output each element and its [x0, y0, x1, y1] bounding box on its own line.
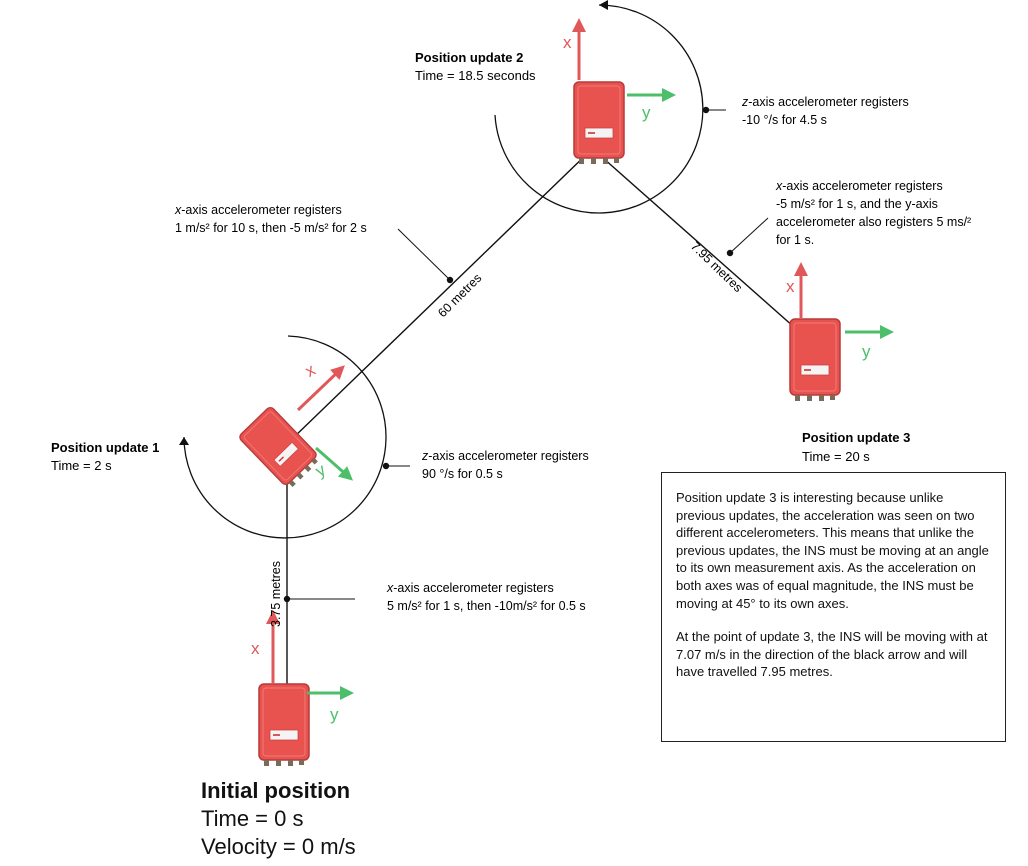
annotation-5-line2: -5 m/s² for 1 s, and the y-axis [776, 197, 938, 211]
update-1-title: Position update 1 [51, 440, 159, 455]
annotation-3-line1: -axis accelerometer registers [181, 203, 341, 217]
rotation-arc-2-head [599, 0, 608, 10]
annotation-2-line2: 90 °/s for 0.5 s [422, 467, 503, 481]
explanation-note-box: Position update 3 is interesting because… [661, 472, 1006, 742]
svg-text:x-axis accelerometer registers: x-axis accelerometer registers [775, 179, 943, 193]
annotation-2-axis: z [421, 449, 429, 463]
initial-position-title: Initial position [201, 778, 351, 803]
svg-text:z-axis accelerometer registers: z-axis accelerometer registers [741, 95, 909, 109]
annotation-1-axis: x [386, 581, 394, 595]
rotation-arc-1-head [179, 437, 189, 445]
annotation-5-line4: for 1 s. [776, 233, 814, 247]
rotation-arc-2 [494, 4, 704, 214]
ins-device-update-2 [573, 81, 625, 165]
annotation-5: x-axis accelerometer registers -5 m/s² f… [775, 179, 971, 247]
annotation-5-axis: x [775, 179, 783, 193]
initial-position-velocity: Velocity = 0 m/s [201, 834, 356, 859]
x-axis-label-update-2: x [563, 33, 572, 52]
annotation-4-line1: -axis accelerometer registers [748, 95, 908, 109]
y-axis-label-update-2: y [642, 103, 651, 122]
update-2-time: Time = 18.5 seconds [415, 68, 536, 83]
note-paragraph-1: Position update 3 is interesting because… [676, 490, 989, 611]
segment-1-label: 3.75 metres [269, 561, 283, 627]
update-3-time: Time = 20 s [802, 449, 870, 464]
annotation-4: z-axis accelerometer registers -10 °/s f… [741, 95, 909, 127]
leader-dot-2 [382, 462, 390, 470]
y-axis-arrow-update-1 [315, 446, 353, 481]
leader-line-5 [729, 217, 769, 254]
annotation-3-axis: x [174, 203, 182, 217]
annotation-5-line3: accelerometer also registers 5 ms/² [776, 215, 971, 229]
segment-2-label: 60 metres [435, 271, 484, 320]
leader-dot-3 [446, 276, 454, 284]
segment-3-path [593, 149, 822, 352]
y-axis-label-initial: y [330, 705, 339, 724]
annotation-2-line1: -axis accelerometer registers [428, 449, 588, 463]
annotation-4-axis: z [741, 95, 749, 109]
annotation-4-line2: -10 °/s for 4.5 s [742, 113, 827, 127]
annotation-1-line1: -axis accelerometer registers [393, 581, 553, 595]
update-1-time: Time = 2 s [51, 458, 112, 473]
annotation-1: x-axis accelerometer registers 5 m/s² fo… [386, 581, 586, 613]
update-2-title: Position update 2 [415, 50, 523, 65]
svg-text:x-axis accelerometer registers: x-axis accelerometer registers [386, 581, 554, 595]
svg-text:x-axis accelerometer registers: x-axis accelerometer registers [174, 203, 342, 217]
update-3-title: Position update 3 [802, 430, 910, 445]
annotation-3: x-axis accelerometer registers 1 m/s² fo… [174, 203, 367, 235]
svg-text:z-axis accelerometer registers: z-axis accelerometer registers [421, 449, 589, 463]
x-axis-label-update-1: x [302, 360, 319, 381]
annotation-5-line1: -axis accelerometer registers [782, 179, 942, 193]
ins-device-update-1 [237, 405, 323, 491]
annotation-3-line2: 1 m/s² for 10 s, then -5 m/s² for 2 s [175, 221, 367, 235]
x-axis-arrow-update-1 [296, 365, 345, 412]
leader-dot-4 [702, 106, 710, 114]
segment-2-path [290, 148, 593, 441]
x-axis-label-initial: x [251, 639, 260, 658]
note-paragraph-2: At the point of update 3, the INS will b… [676, 629, 988, 680]
annotation-1-line2: 5 m/s² for 1 s, then -10m/s² for 0.5 s [387, 599, 586, 613]
initial-position-caption: Initial position Time = 0 s Velocity = 0… [201, 777, 356, 861]
leader-line-3 [397, 228, 451, 281]
initial-position-time: Time = 0 s [201, 806, 304, 831]
x-axis-label-update-3: x [786, 277, 795, 296]
y-axis-label-update-3: y [862, 342, 871, 361]
ins-device-initial [258, 683, 310, 767]
leader-dot-1 [283, 595, 291, 603]
y-axis-label-update-1: y [312, 460, 329, 481]
leader-dot-5 [726, 249, 734, 257]
rotation-arc-1 [183, 335, 387, 539]
annotation-2: z-axis accelerometer registers 90 °/s fo… [421, 449, 589, 481]
ins-device-update-3 [789, 318, 841, 402]
